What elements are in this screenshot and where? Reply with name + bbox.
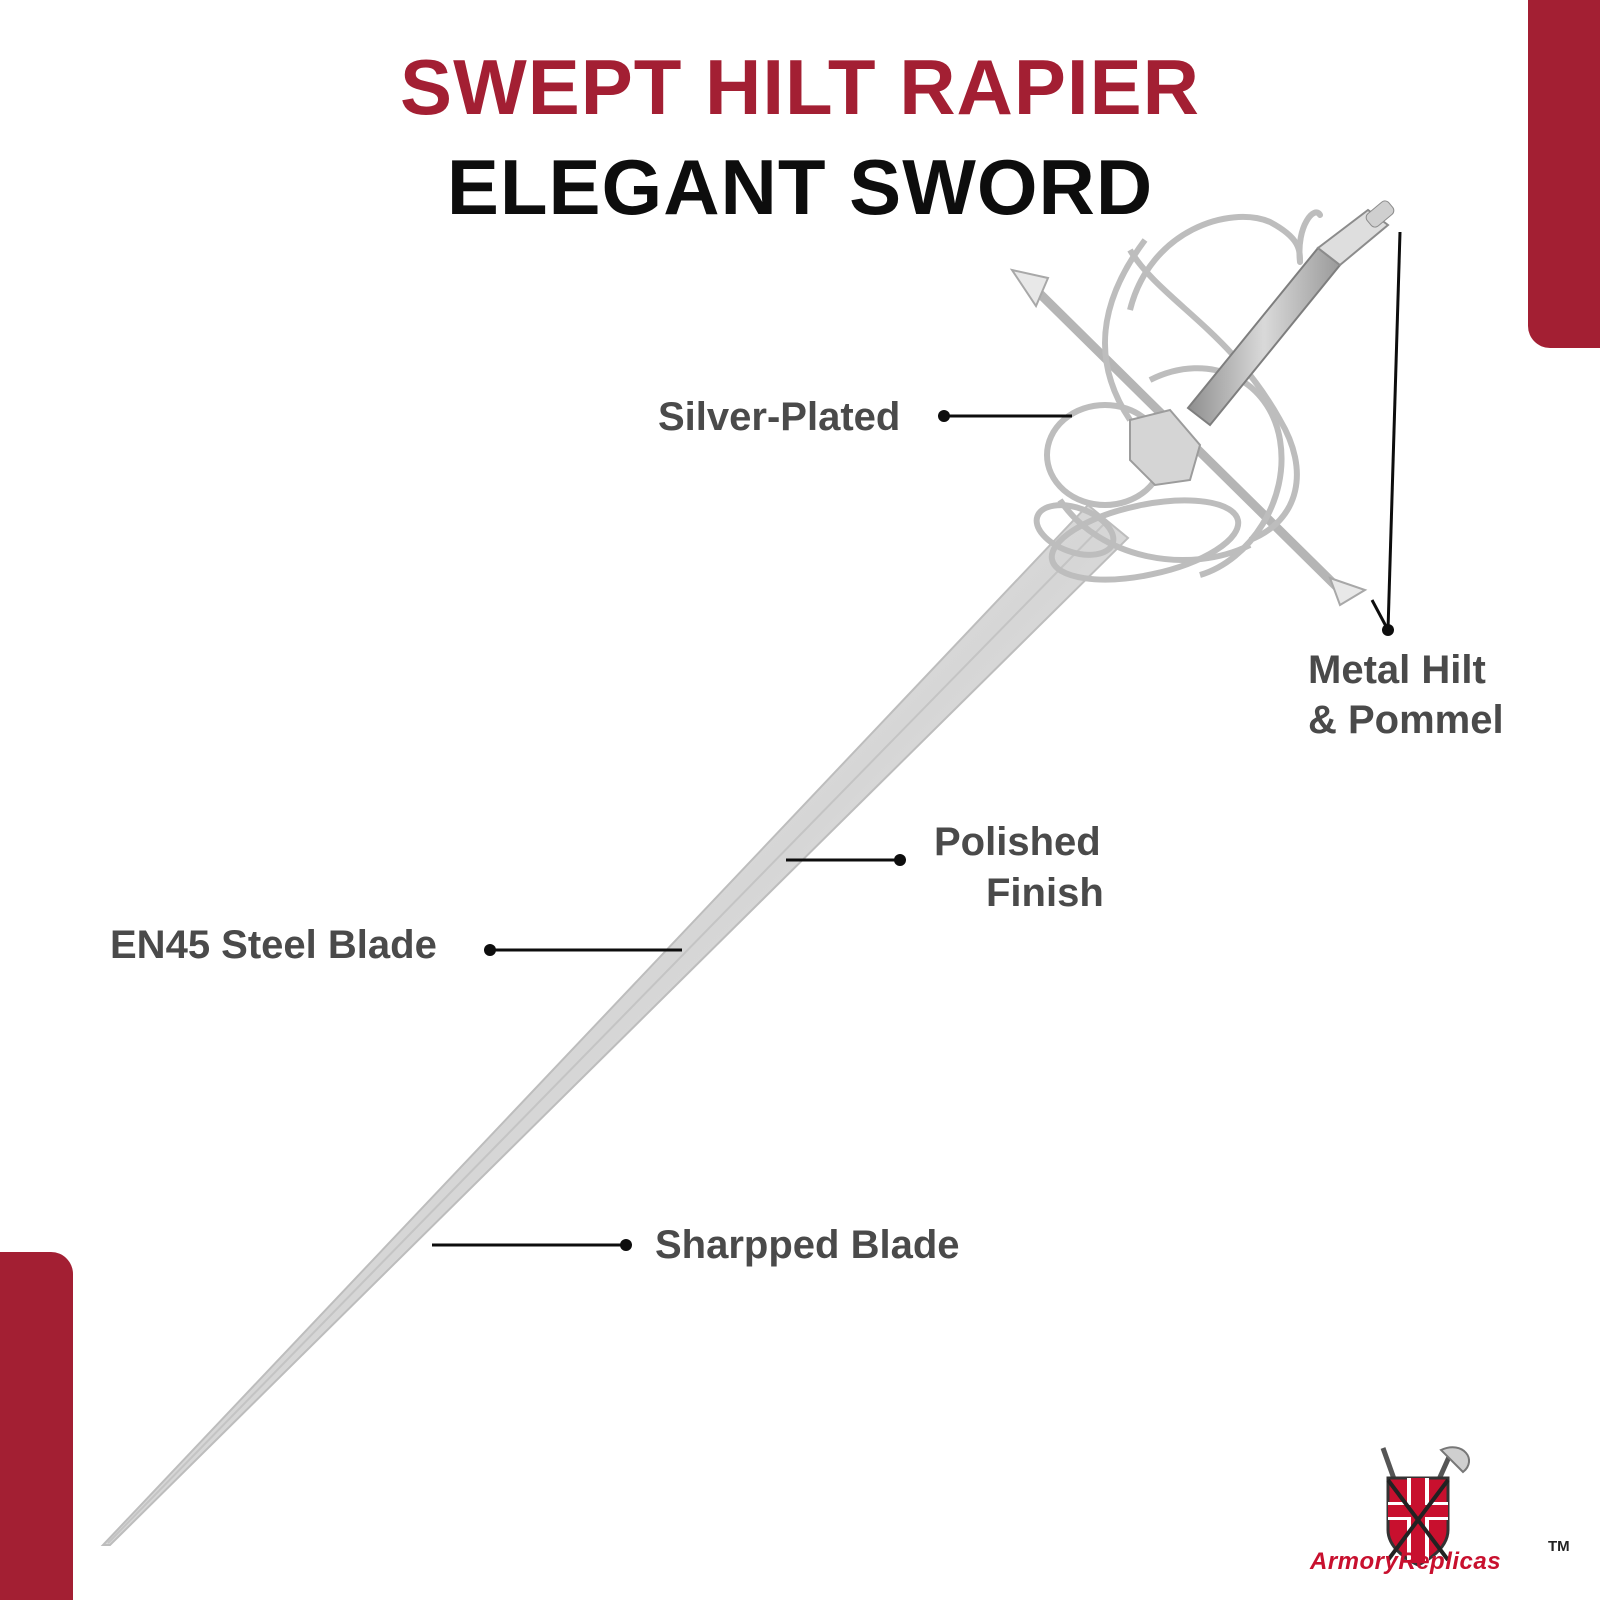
callout-sharpped-blade: Sharpped Blade [655, 1223, 960, 1267]
callout-metal-hilt-line2: & Pommel [1308, 698, 1504, 742]
callout-metal-hilt-line1: Metal Hilt [1308, 648, 1486, 692]
hilt-center-plate [1129, 408, 1202, 487]
product-title: SWEPT HILT RAPIER [400, 43, 1200, 131]
shield-axe-logo-icon [1380, 1446, 1470, 1567]
product-subtitle: ELEGANT SWORD [446, 143, 1154, 231]
sword-blade [100, 503, 1130, 1546]
brand-trademark: TM [1548, 1538, 1570, 1555]
callout-polished-line2: Finish [986, 871, 1104, 915]
callout-lines [432, 231, 1402, 1251]
brand-name: ArmoryReplicas [1310, 1548, 1502, 1575]
corner-accent-top [1528, 0, 1600, 348]
callout-polished-line1: Polished [934, 820, 1101, 864]
swept-hilt-guard [1033, 209, 1323, 583]
callout-silver-plated: Silver-Plated [658, 395, 901, 439]
corner-accent-bottom [0, 1252, 73, 1600]
callout-steel-blade: EN45 Steel Blade [110, 923, 437, 967]
sword-pommel [1316, 200, 1395, 267]
